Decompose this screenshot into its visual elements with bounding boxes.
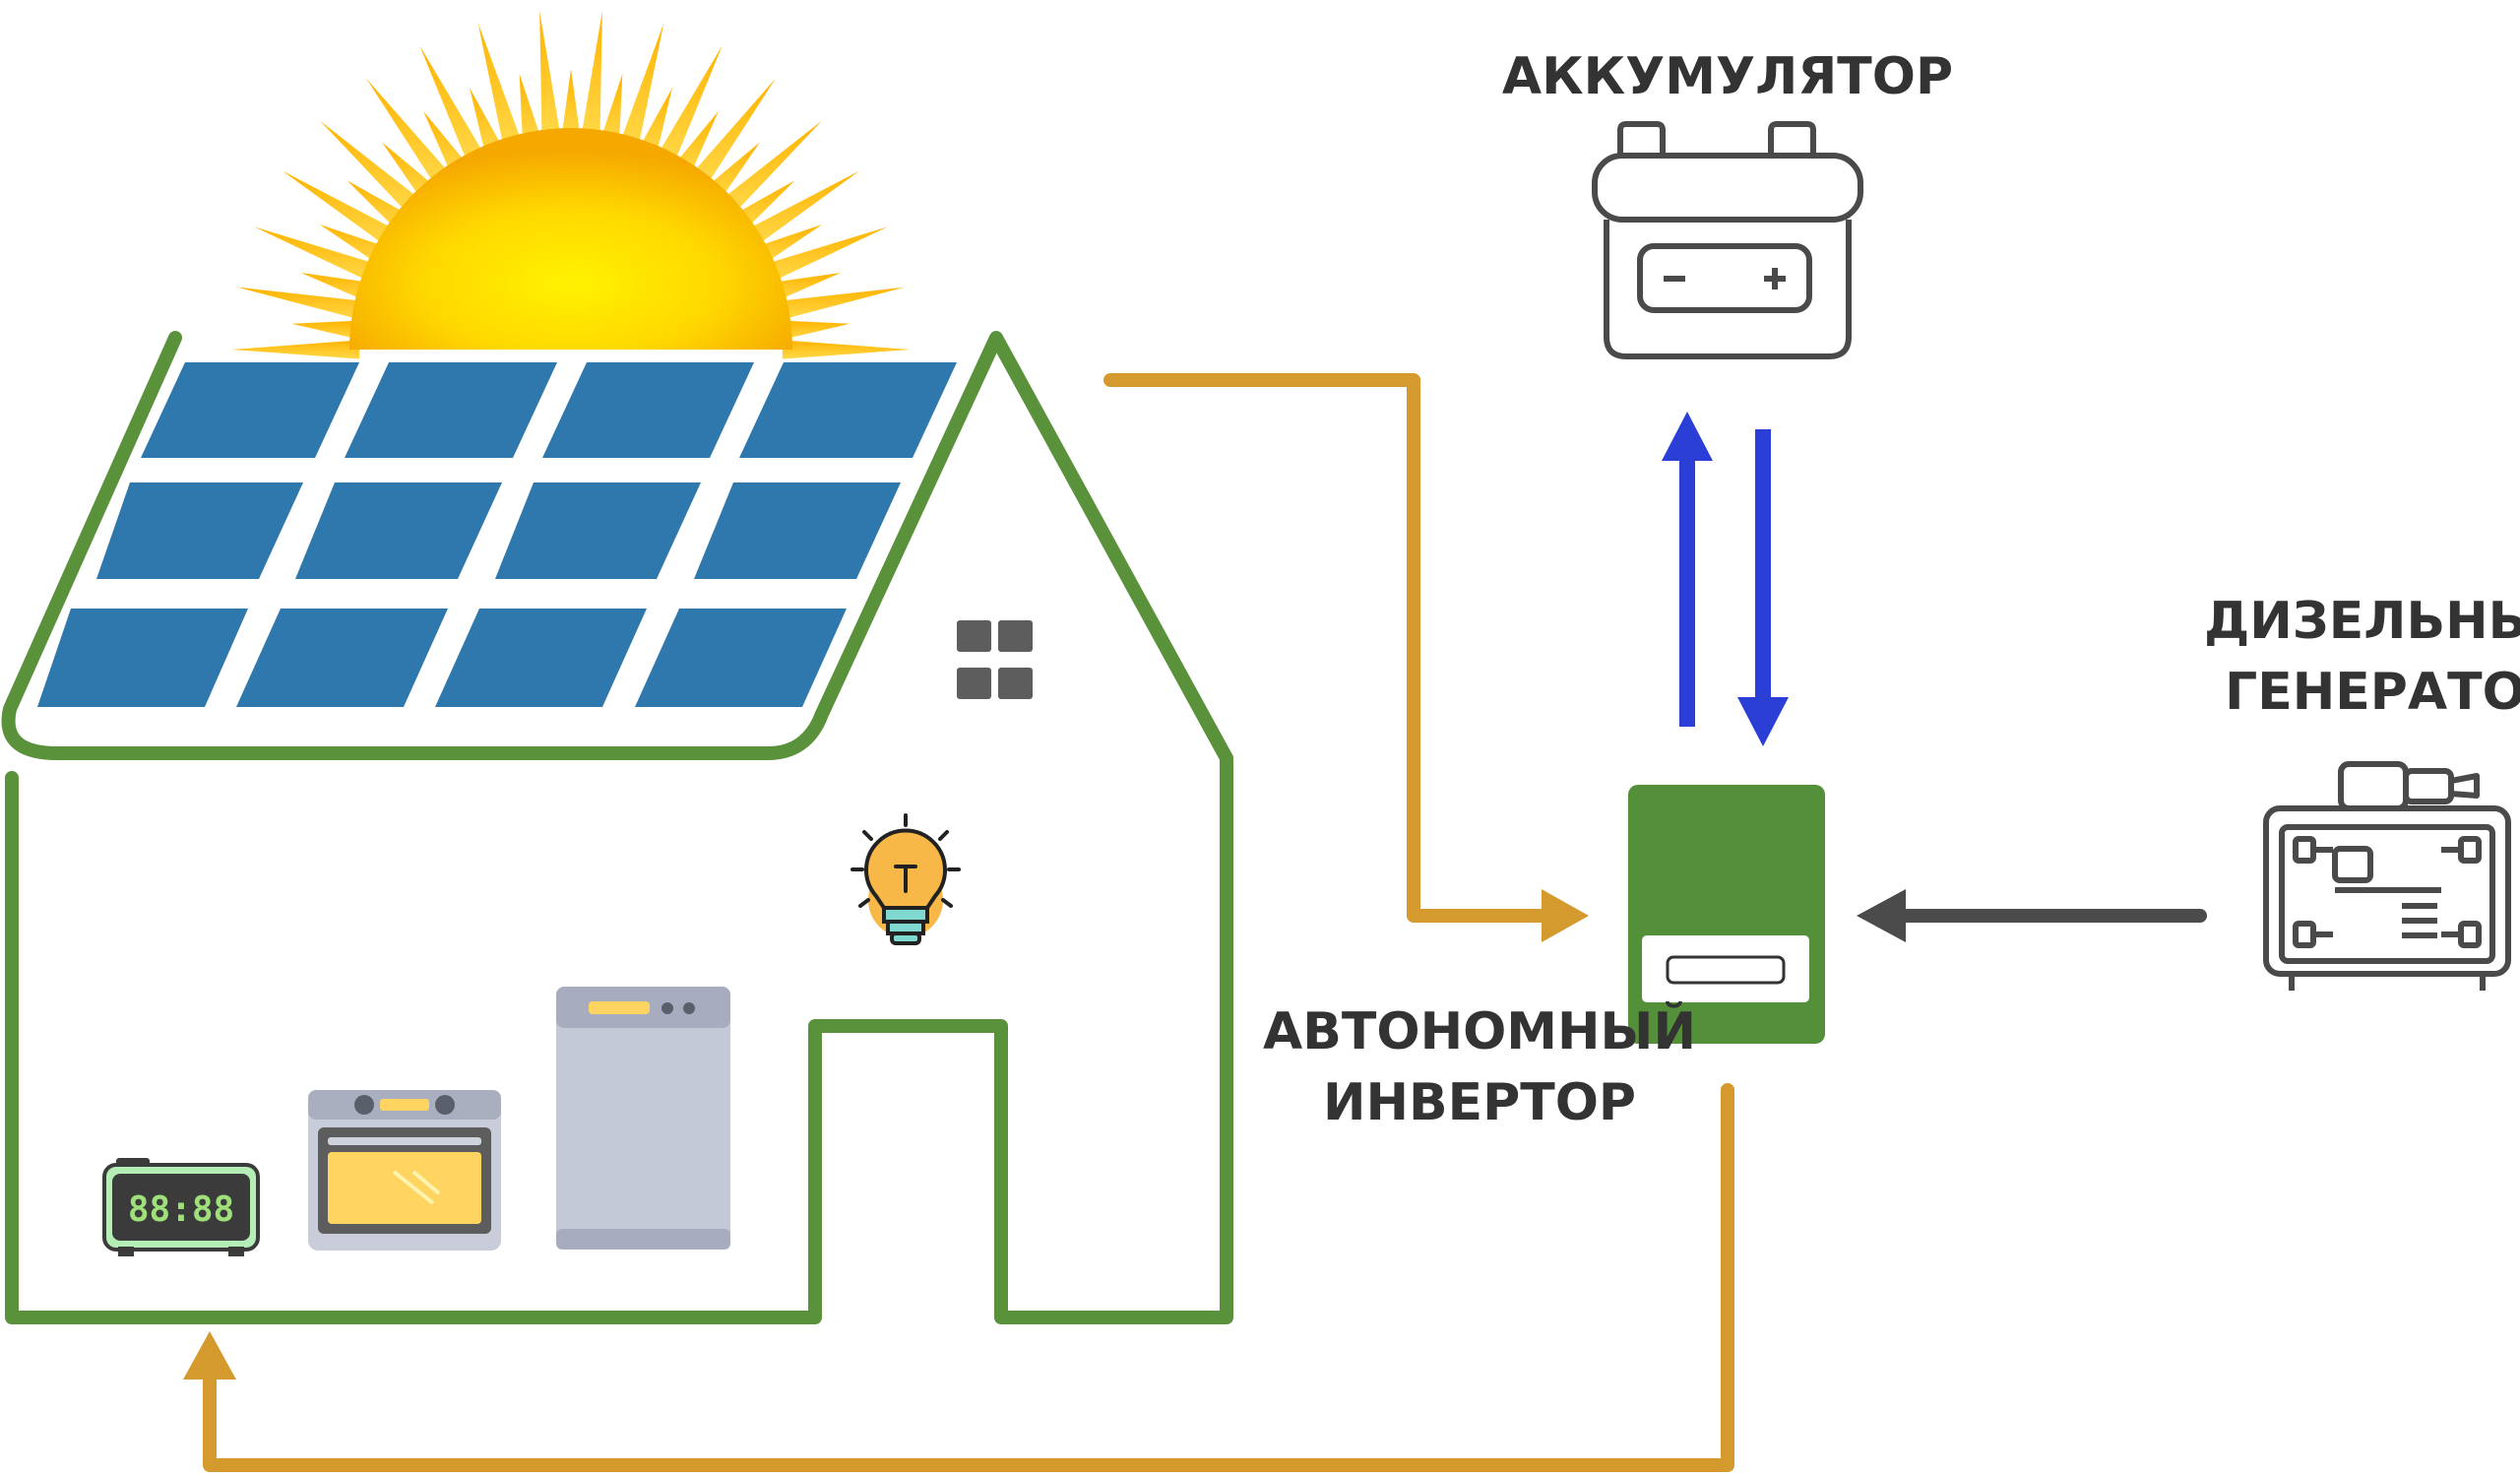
sun-ray <box>638 88 672 157</box>
sun-ray <box>231 340 360 359</box>
sun-ray <box>254 226 378 283</box>
oven-icon <box>308 1090 501 1251</box>
arrow-up-shaft <box>1679 455 1695 727</box>
ac-line-to-house <box>183 1083 1734 1472</box>
inverter-label-line1: АВТОНОМНЫЙ <box>1263 1001 1696 1061</box>
sun-ray <box>782 340 911 359</box>
solar-cell <box>495 482 701 579</box>
sun-ray <box>755 224 823 264</box>
light-bulb-icon <box>850 813 961 945</box>
sun-ray <box>777 287 906 321</box>
sun-ray <box>346 180 409 230</box>
sun-ray <box>745 170 860 247</box>
clock-display: 88:88 <box>128 1189 234 1230</box>
sun-ray <box>721 120 822 215</box>
battery-icon <box>1592 121 1863 359</box>
sun-ray <box>319 224 387 264</box>
battery-charge-arrows <box>1662 412 1789 746</box>
generator-flow-arrow <box>1857 889 2207 942</box>
arrow-down-head <box>1737 697 1789 746</box>
sun-ray <box>470 88 504 157</box>
sun-ray <box>477 23 523 150</box>
sun-ray <box>300 273 371 301</box>
generator-label-line1: ДИЗЕЛЬНЫЙ <box>2204 591 2520 651</box>
solar-cell <box>295 482 502 579</box>
arrow-head <box>1542 889 1589 942</box>
sun-ray <box>282 170 397 247</box>
solar-cell <box>96 482 303 579</box>
solar-cell <box>345 362 557 458</box>
sun-ray <box>599 73 623 144</box>
solar-cell <box>435 609 647 707</box>
solar-panel-icon <box>37 362 957 707</box>
sun-ray <box>381 142 436 200</box>
sun-ray <box>706 142 761 200</box>
solar-cell <box>236 609 448 707</box>
sun-icon <box>231 11 911 359</box>
sun-ray <box>619 23 664 150</box>
arrow-head <box>183 1331 236 1380</box>
sun-ray <box>236 287 365 321</box>
sun-ray <box>561 69 581 139</box>
sun-ray <box>366 78 452 187</box>
battery-label: АККУМУЛЯТОР <box>1502 47 1953 106</box>
sun-ray <box>780 320 850 340</box>
solar-cell <box>141 362 359 458</box>
sun-ray <box>764 226 888 283</box>
inverter-icon <box>1628 785 1825 1044</box>
solar-cell <box>694 482 901 579</box>
sun-ray <box>422 110 469 175</box>
dc-line-to-inverter <box>1103 373 1589 942</box>
sun-ray <box>771 273 842 301</box>
sun-ray <box>419 45 485 165</box>
sun-ray <box>673 110 720 175</box>
sun-ray <box>690 78 776 187</box>
sun-ray <box>733 180 795 230</box>
sun-ray <box>291 320 362 340</box>
alarm-clock-icon: 88:88 <box>102 1158 260 1256</box>
house-outline <box>1 331 1233 1324</box>
dishwasher-icon <box>556 987 730 1250</box>
sun-ray <box>581 11 602 141</box>
solar-cell <box>739 362 957 458</box>
sun-ray <box>519 73 542 144</box>
arrow-up-head <box>1662 412 1713 461</box>
sun-ray <box>657 45 723 165</box>
solar-cell <box>37 609 248 707</box>
arrow-down-shaft <box>1755 429 1771 703</box>
solar-cell <box>542 362 754 458</box>
sun-ray <box>320 120 421 215</box>
inverter-label-line2: ИНВЕРТОР <box>1323 1073 1636 1132</box>
window-icon <box>957 620 1033 699</box>
solar-cell <box>635 609 847 707</box>
diesel-generator-icon <box>2263 761 2511 991</box>
generator-label-line2: ГЕНЕРАТОР <box>2225 663 2520 722</box>
sun-ray <box>539 11 561 141</box>
